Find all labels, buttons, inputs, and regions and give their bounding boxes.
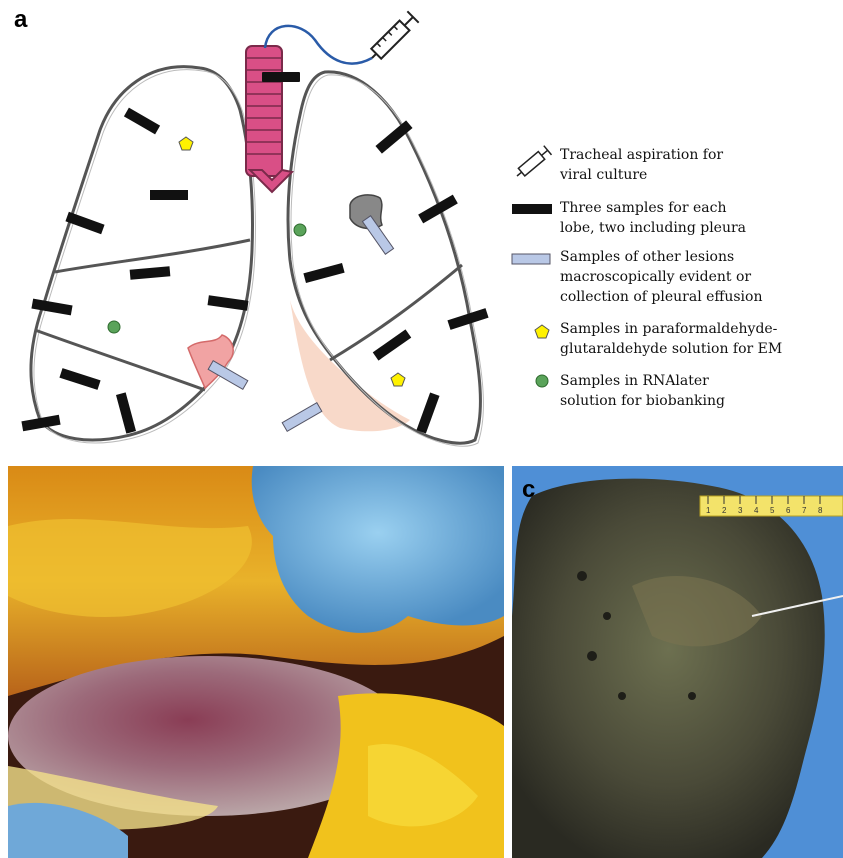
ruler-label: 3: [738, 506, 743, 515]
syringe-icon: [366, 11, 418, 63]
autopsy-photo-b: [8, 466, 504, 858]
ruler-label: 5: [770, 506, 775, 515]
panel-label-c: c: [522, 476, 535, 504]
legend-lesion-line-3: collection of pleural effusion: [560, 289, 762, 305]
sample-bar: [31, 299, 72, 316]
ruler-label: 7: [802, 506, 807, 515]
sample-bar: [116, 392, 136, 433]
em-sample-marker: [391, 373, 405, 386]
sample-bar: [65, 212, 104, 234]
em-sample-marker: [179, 137, 193, 150]
legend-syringe-icon: [513, 146, 551, 181]
sample-bar: [124, 108, 160, 135]
sample-bar: [303, 263, 344, 283]
ruler-label: 2: [722, 506, 727, 515]
legend-lobe-line-1: Three samples for each: [560, 200, 726, 216]
legend-tracheal-line-1: Tracheal aspiration for: [560, 147, 723, 163]
sample-bar: [207, 295, 248, 310]
ruler-label: 4: [754, 506, 759, 515]
legend-lesion-line-2: macroscopically evident or: [560, 269, 751, 285]
ruler-label: 8: [818, 506, 823, 515]
lung-sampling-diagram: Tracheal aspiration for viral culture Th…: [0, 0, 843, 462]
legend-lesion-line-1: Samples of other lesions: [560, 249, 734, 265]
legend-rna-line-2: solution for biobanking: [560, 393, 725, 409]
legend-em-line-2: glutaraldehyde solution for EM: [560, 341, 782, 357]
ruler: 1 2 3 4 5 6 7 8: [700, 496, 843, 516]
rna-sample-marker: [294, 224, 306, 236]
legend-lobe-line-2: lobe, two including pleura: [560, 220, 746, 236]
sample-bar: [130, 266, 171, 279]
legend-tracheal-line-2: viral culture: [559, 167, 647, 183]
legend-black-bar-icon: [512, 204, 552, 214]
blue-sample-bar: [282, 403, 322, 432]
legend-em-line-1: Samples in paraformaldehyde-: [560, 321, 778, 337]
sample-bar: [262, 72, 300, 82]
legend-yellow-pentagon-icon: [535, 325, 549, 338]
lung-specimen-photo-c: 1 2 3 4 5 6 7 8: [512, 466, 843, 858]
sample-bar: [59, 368, 100, 390]
sample-bar: [373, 329, 412, 360]
sample-bar: [416, 392, 439, 433]
legend-rna-line-1: Samples in RNAlater: [560, 373, 709, 389]
sample-bar: [150, 190, 188, 200]
trachea: [246, 46, 292, 192]
ruler-label: 1: [706, 506, 711, 515]
ruler-label: 6: [786, 506, 791, 515]
rna-sample-marker: [108, 321, 120, 333]
legend-blue-bar-icon: [512, 254, 550, 264]
legend-green-circle-icon: [536, 375, 548, 387]
